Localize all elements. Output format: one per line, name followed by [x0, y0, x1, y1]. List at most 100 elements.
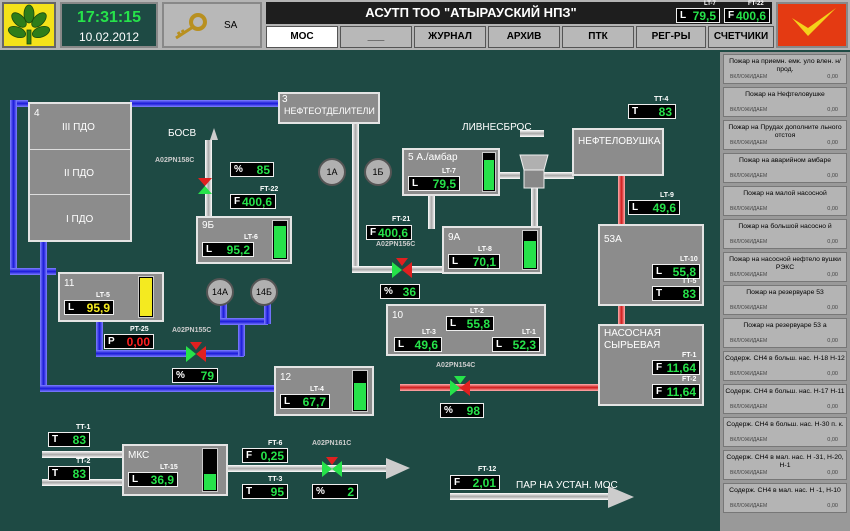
pdo2-label: II ПДО — [64, 168, 95, 179]
tank-5a-label: 5 А./амбар — [408, 152, 458, 163]
valve-icon — [322, 457, 342, 477]
oil-trap[interactable]: НЕФТЕЛОВУШКА — [572, 128, 664, 176]
pump-1b[interactable]: 1Б — [364, 158, 392, 186]
tank-11-label: 11 — [64, 278, 75, 289]
alarm-item[interactable]: Пожар на приемн. емк. уло влен. н/прод.В… — [723, 54, 847, 84]
bosv-label: БОСВ — [168, 128, 197, 139]
indicator-pct-79: %79 — [172, 368, 218, 383]
tab-ptk[interactable]: ПТК — [562, 26, 634, 48]
hdr-tag-ft22: FT-22 — [748, 1, 764, 7]
tag-ft22: FT-22 — [260, 186, 279, 193]
valve-a02pn158c-label: A02PN158C — [155, 157, 195, 164]
mks-label: МКС — [128, 450, 150, 461]
tag-tt5: TT-5 — [682, 278, 697, 285]
tag-lt1: LT-1 — [522, 329, 536, 336]
tag-lt9: LT-9 — [660, 192, 674, 199]
oil-trap-label: НЕФТЕЛОВУШКА — [578, 136, 661, 147]
alarm-panel: Пожар на приемн. емк. уло влен. н/прод.В… — [720, 52, 850, 531]
clock: 17:31:15 10.02.2012 — [60, 2, 158, 48]
storm-discharge-label: ЛИВНЕСБРОС — [462, 122, 532, 133]
tab-counters[interactable]: СЧЕТЧИКИ — [708, 26, 774, 48]
tab-journal[interactable]: ЖУРНАЛ — [414, 26, 486, 48]
tank-53a-label: 53А — [604, 234, 622, 245]
tag-ft6: FT-6 — [268, 440, 283, 447]
tab-regulators[interactable]: РЕГ-РЫ — [636, 26, 706, 48]
login-button[interactable]: SA — [162, 2, 262, 48]
hdr-tag-lt7: LT-7 — [704, 1, 716, 7]
page-title: АСУТП ТОО "АТЫРАУСКИЙ НПЗ" — [365, 5, 577, 20]
tab-mos[interactable]: МОС — [266, 26, 338, 48]
tag-ft12: FT-12 — [478, 466, 497, 473]
user-name: SA — [224, 20, 238, 31]
tag-lt5: LT-5 — [96, 292, 110, 299]
tank-4-label: 4 — [34, 108, 40, 119]
tag-tt4: TT-4 — [654, 96, 669, 103]
alarm-item[interactable]: Содерж. CH4 в мал. нас. Н -31, Н-20, Н-1… — [723, 450, 847, 480]
tank-12-label: 12 — [280, 372, 292, 383]
pdo3-label: III ПДО — [62, 122, 95, 133]
separator-number: 3 — [282, 94, 288, 105]
tank-4[interactable]: 4 III ПДО II ПДО I ПДО — [28, 102, 132, 242]
pump-14b[interactable]: 14Б — [250, 278, 278, 306]
tag-ft21: FT-21 — [392, 216, 411, 223]
steam-to-mos-label: ПАР НА УСТАН. МОС — [516, 480, 618, 491]
level-bar-12 — [352, 370, 368, 412]
tab-blank[interactable]: ___ — [340, 26, 412, 48]
tag-pt25: PT-25 — [130, 326, 149, 333]
oil-separators[interactable]: 3 НЕФТЕОТДЕЛИТЕЛИ — [278, 92, 380, 124]
tag-lt2: LT-2 — [470, 308, 484, 315]
alarm-item[interactable]: Содерж. CH4 в больш. нас. Н-30 п. к.ВКЛ/… — [723, 417, 847, 447]
level-bar-11 — [138, 276, 154, 318]
tab-archive[interactable]: АРХИВ — [488, 26, 560, 48]
pdo1-label: I ПДО — [66, 214, 94, 225]
tag-ft2: FT-2 — [682, 376, 697, 383]
pump-14a[interactable]: 14А — [206, 278, 234, 306]
tag-lt10: LT-10 — [680, 256, 698, 263]
pump-1a[interactable]: 1А — [318, 158, 346, 186]
pipelines — [10, 100, 634, 508]
tank-10-label: 10 — [392, 310, 404, 321]
valve-a02pn161c-label: A02PN161C — [312, 440, 352, 447]
indicator-pct-36: %36 — [380, 284, 420, 299]
indicator-pct-85: %85 — [230, 162, 274, 177]
clock-time: 17:31:15 — [76, 9, 142, 26]
valve-a02pn155c-label: A02PN155C — [172, 327, 212, 334]
tag-lt4: LT-4 — [310, 386, 324, 393]
tag-lt15: LT-15 — [160, 464, 178, 471]
checkmark-icon — [792, 8, 836, 36]
valve-a02pn154c-label: A02PN154C — [436, 362, 476, 369]
acknowledge-button[interactable] — [776, 2, 848, 48]
tank-9b-label: 9Б — [202, 220, 215, 231]
